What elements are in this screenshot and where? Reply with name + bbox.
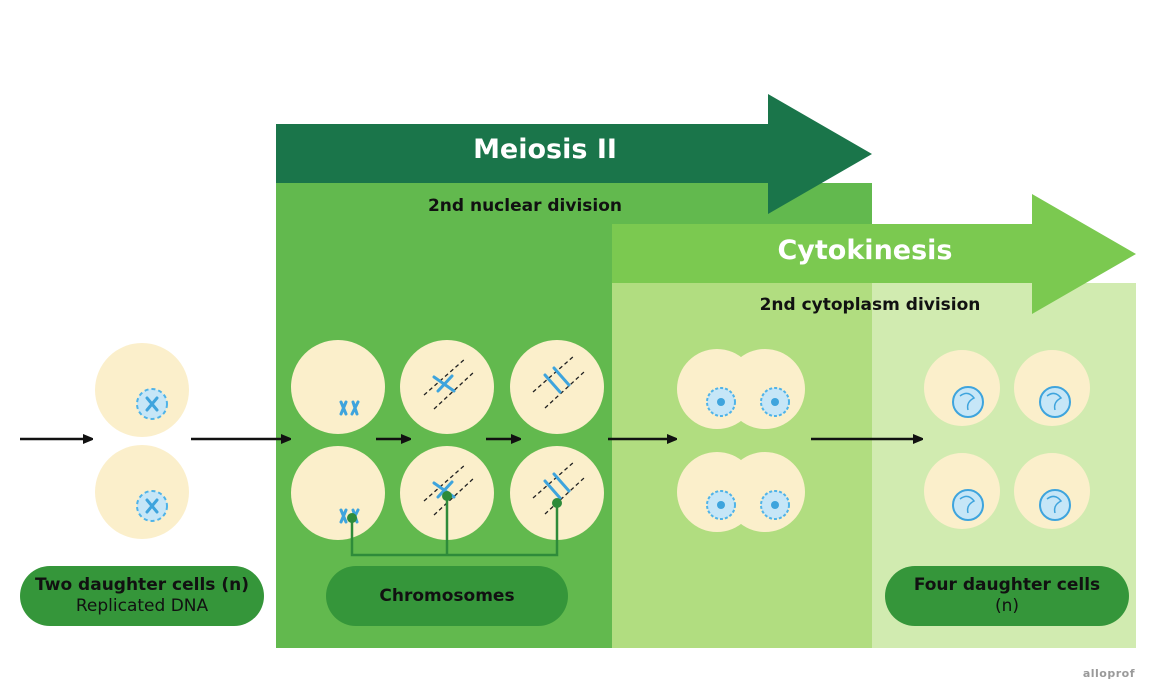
meiosis-title: Meiosis II xyxy=(473,134,617,165)
cytokinesis-title: Cytokinesis xyxy=(777,235,953,266)
prophase-cell-top xyxy=(291,340,385,434)
label-two-daughter-cells-line2: Replicated DNA xyxy=(75,596,209,616)
cytokinesis-arrow xyxy=(612,194,1136,314)
dividing-cell-top xyxy=(677,349,805,429)
label-two-daughter-cells: Two daughter cells (n) Replicated DNA xyxy=(20,566,264,626)
meiosis-subtitle: 2nd nuclear division xyxy=(427,196,623,216)
anaphase-cell-top xyxy=(510,340,604,434)
chromosomes-connector xyxy=(347,491,562,557)
meiosis-arrow xyxy=(276,94,872,214)
daughter-cell-2 xyxy=(1014,350,1090,426)
daughter-cell-4 xyxy=(1014,453,1090,529)
daughter-cell-3 xyxy=(924,453,1000,529)
label-chromosomes: Chromosomes xyxy=(326,566,568,626)
alloprof-logo: alloprof xyxy=(1082,667,1135,680)
label-two-daughter-cells-line1: Two daughter cells (n) xyxy=(35,575,249,595)
label-four-daughter-cells-line2: (n) xyxy=(994,596,1020,616)
daughter-cell-1 xyxy=(924,350,1000,426)
dividing-cell-bottom xyxy=(677,452,805,532)
metaphase-cell-top xyxy=(400,340,494,434)
prophase-cell-bottom xyxy=(291,446,385,540)
anaphase-cell-bottom xyxy=(510,446,604,540)
left-cell-bottom xyxy=(95,445,189,539)
left-cell-top xyxy=(95,343,189,437)
cytokinesis-subtitle: 2nd cytoplasm division xyxy=(759,295,981,315)
label-four-daughter-cells: Four daughter cells (n) xyxy=(885,566,1129,626)
label-chromosomes-line1: Chromosomes xyxy=(379,585,515,606)
label-four-daughter-cells-line1: Four daughter cells xyxy=(913,575,1101,595)
